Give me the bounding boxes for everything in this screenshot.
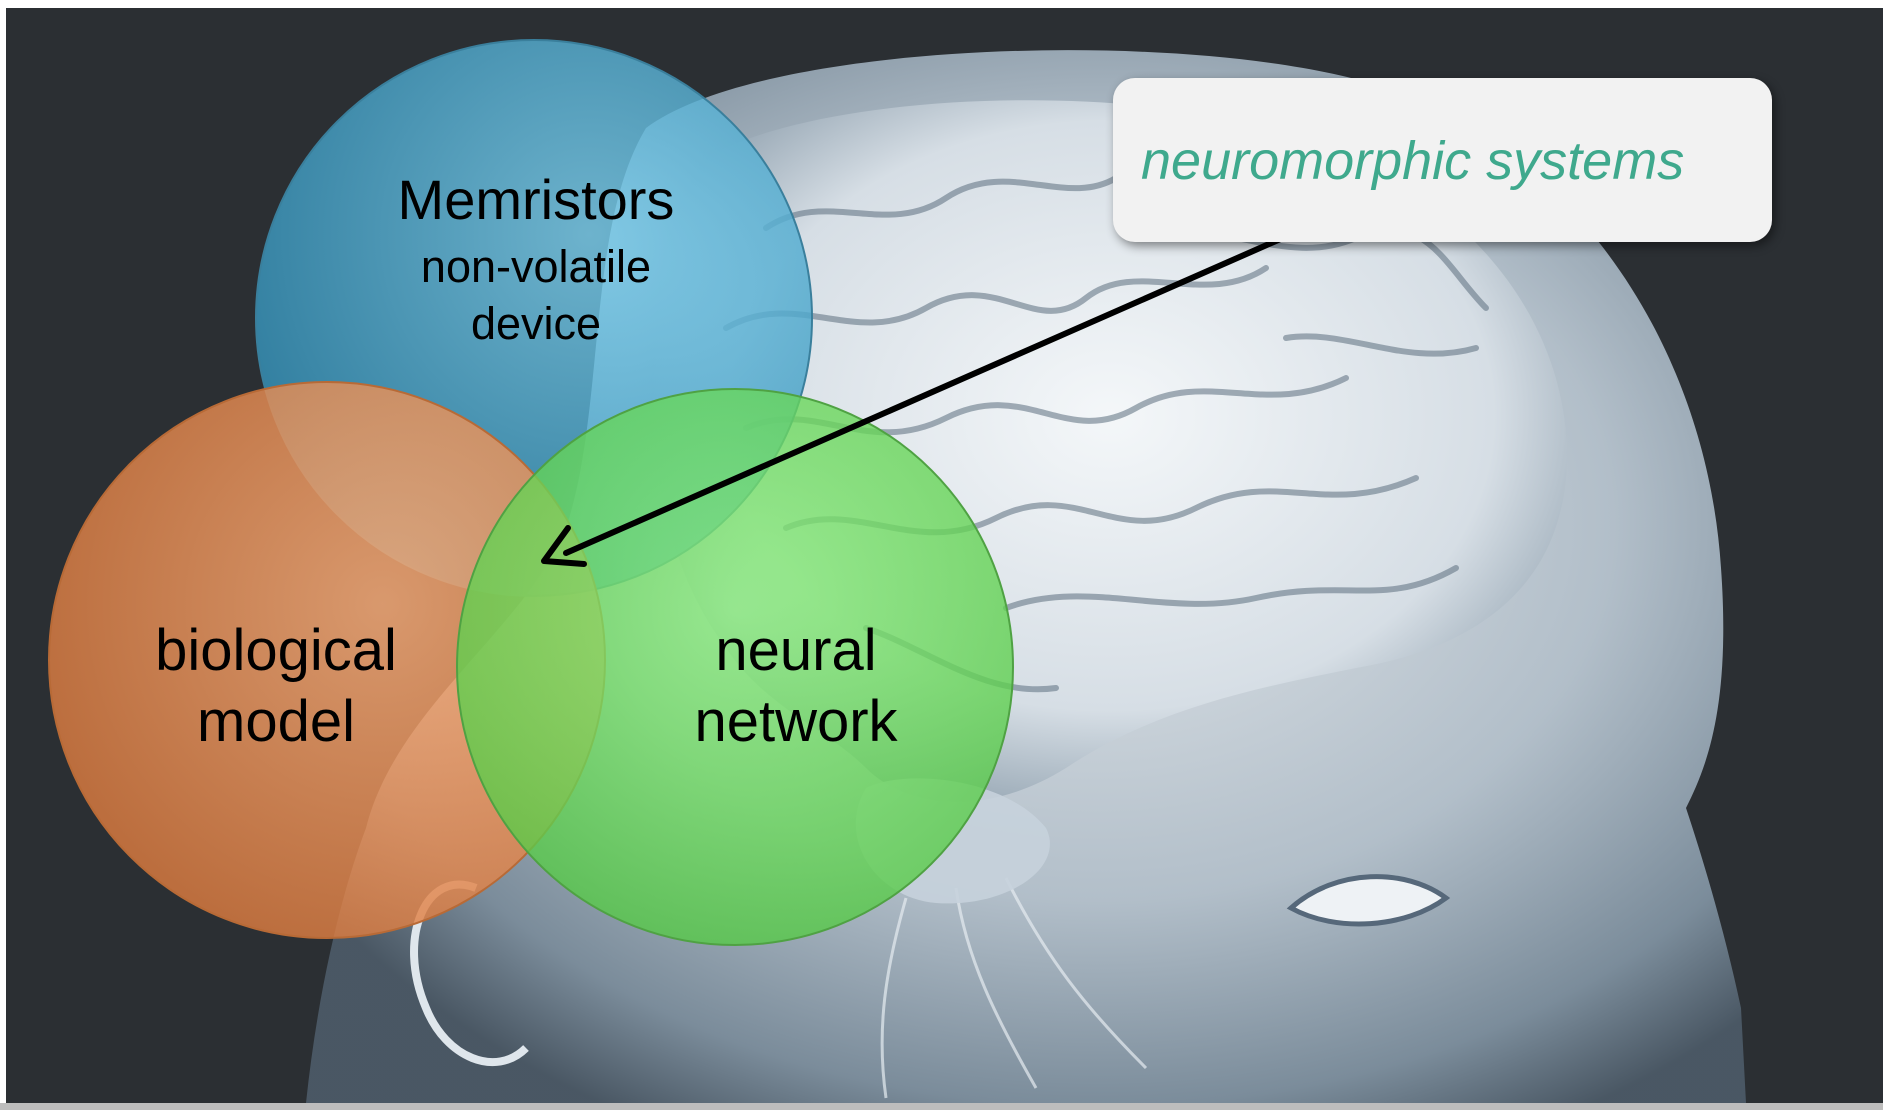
diagram-canvas (48, 39, 1746, 1103)
memristors-subtitle-line2: device (470, 298, 602, 350)
neuromorphic-callout-label: neuromorphic systems (1141, 131, 1685, 191)
neural-network-circle (456, 388, 1014, 946)
memristors-label: Memristors non-volatile device (336, 166, 736, 352)
memristors-title: Memristors (397, 168, 675, 231)
neural-line2: network (694, 688, 898, 754)
biological-model-label: biological model (76, 616, 476, 758)
biological-line2: model (197, 688, 355, 754)
neuromorphic-callout-box: neuromorphic systems (1113, 78, 1772, 242)
neural-line1: neural (715, 618, 877, 683)
slide: Memristors non-volatile device biologica… (6, 8, 1883, 1103)
biological-line1: biological (155, 618, 397, 683)
bottom-strip (0, 1103, 1883, 1110)
callout-arrow (541, 205, 1354, 567)
memristors-subtitle-line1: non-volatile (420, 241, 652, 293)
neural-network-label: neural network (596, 616, 996, 758)
